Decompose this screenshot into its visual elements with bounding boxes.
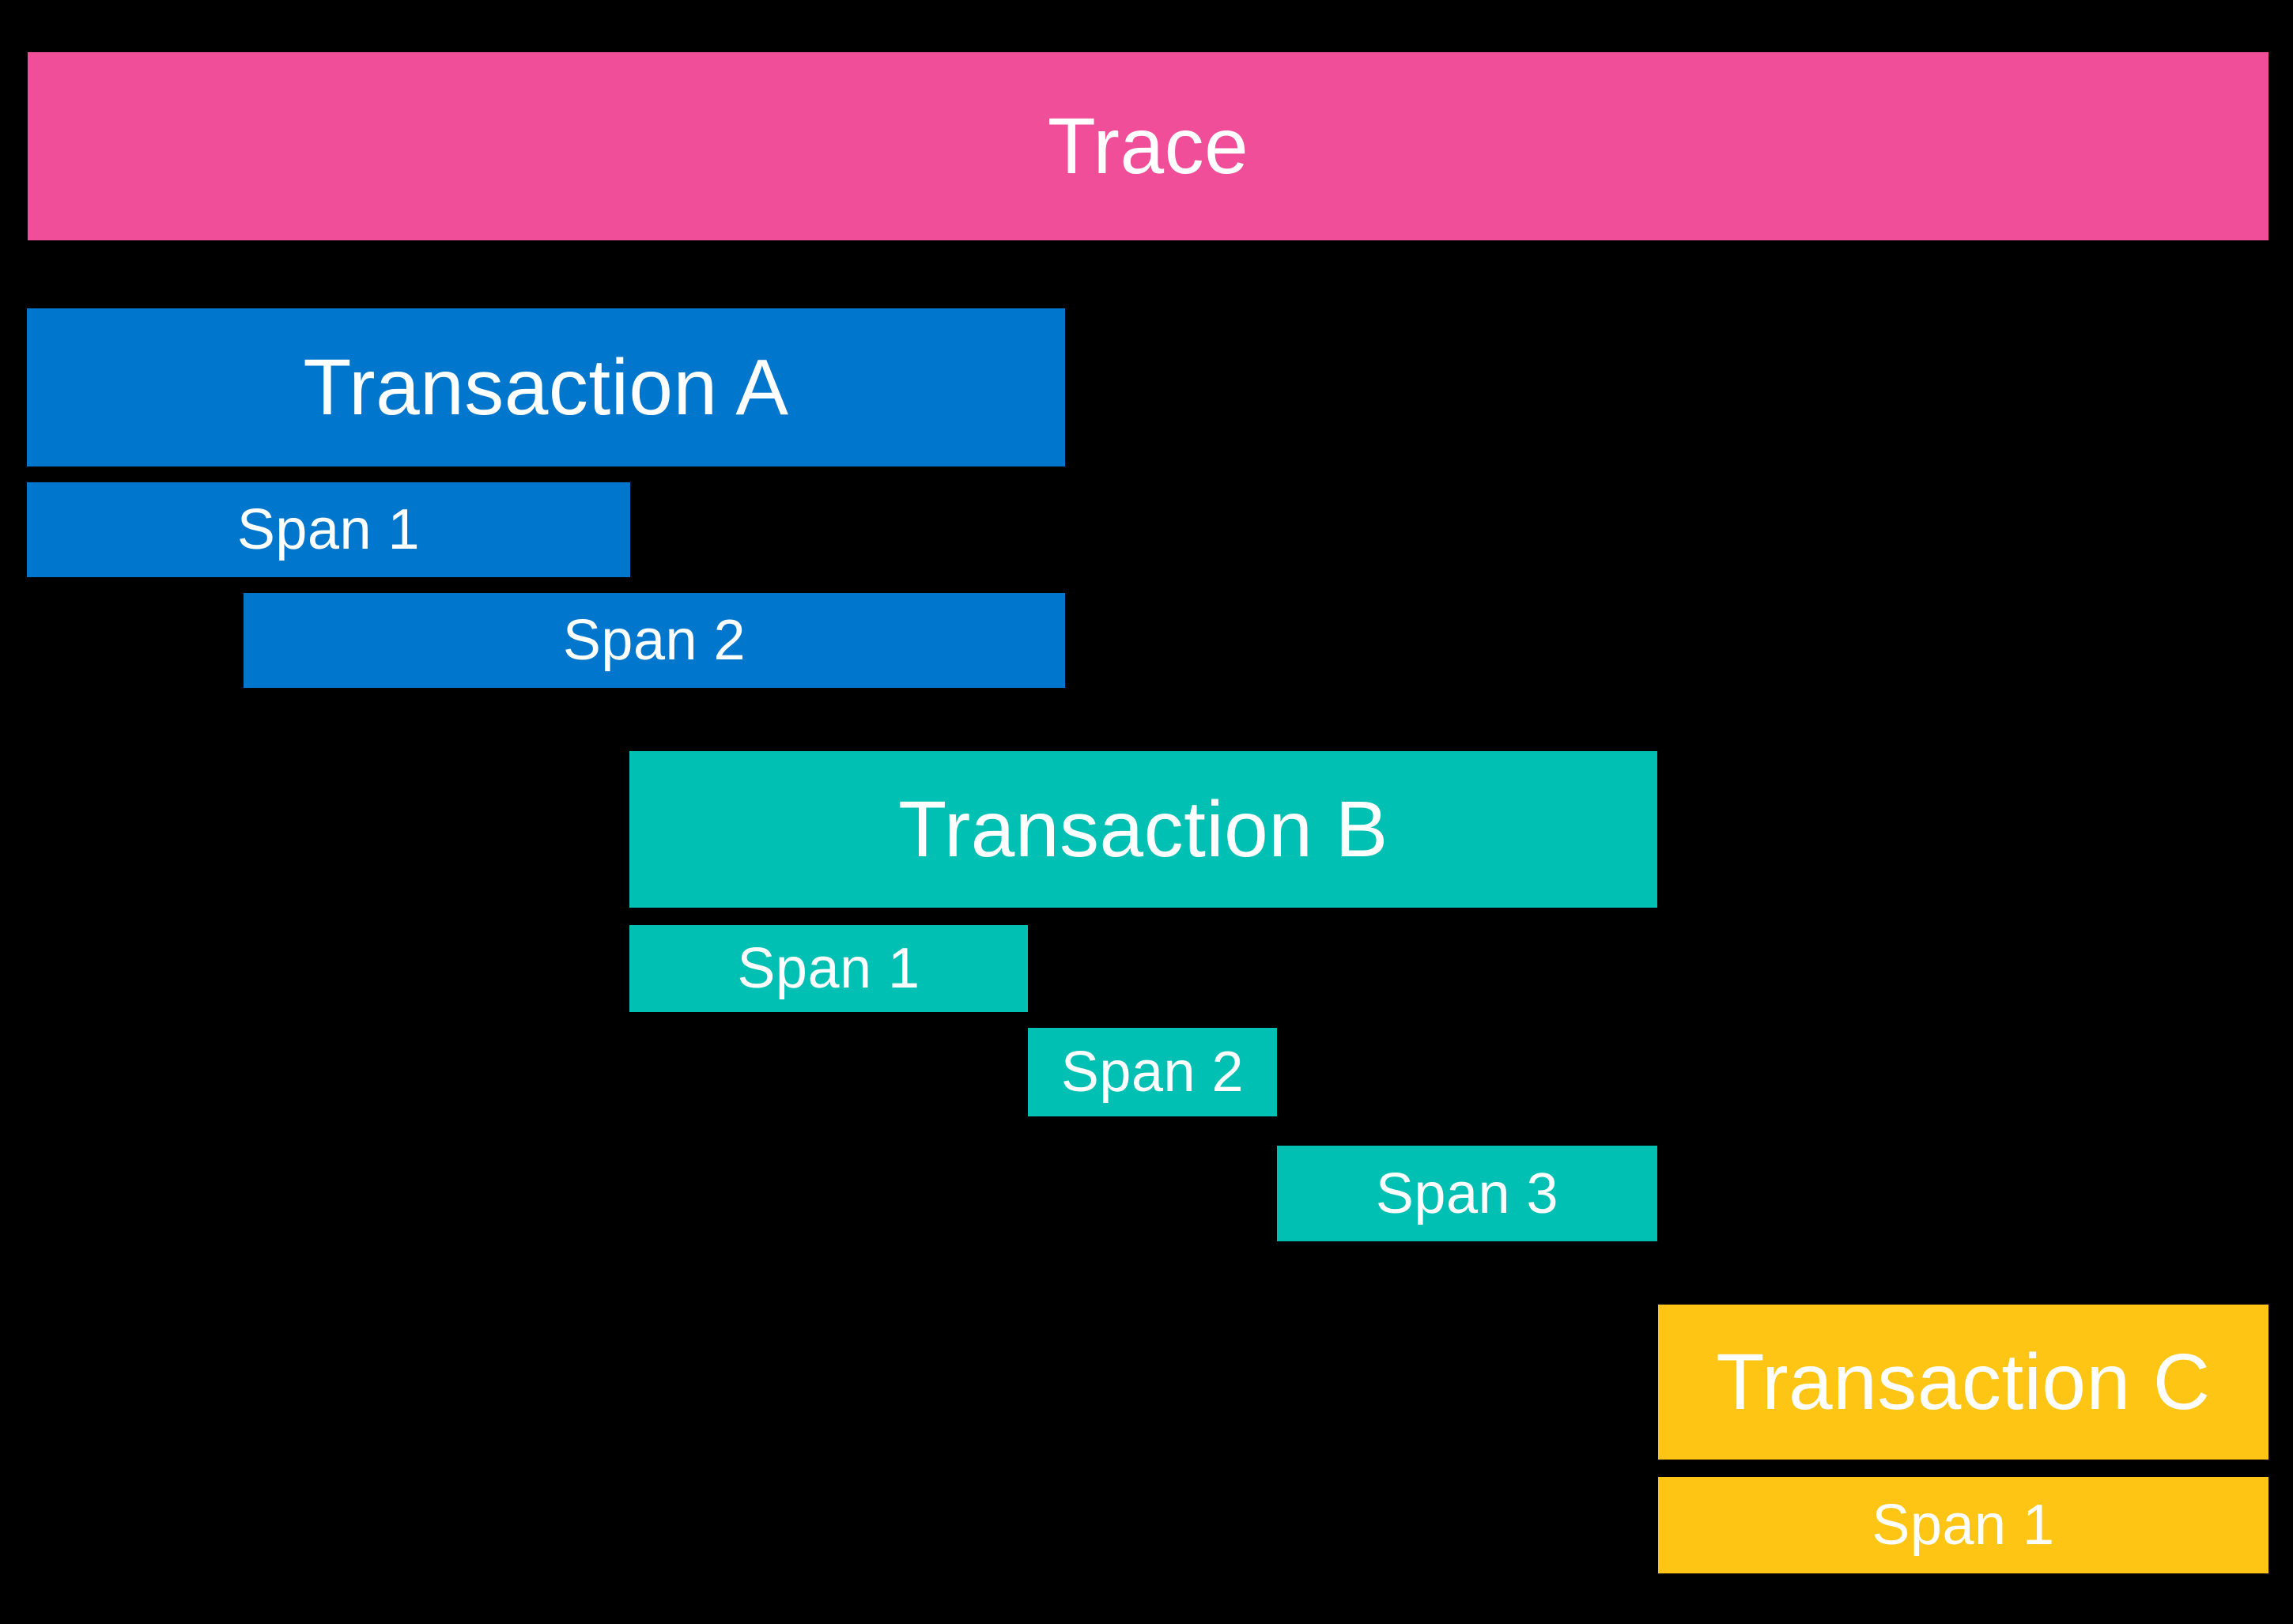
span-a1-bar: Span 1 [27, 482, 630, 577]
span-b3-label: Span 3 [1375, 1161, 1559, 1226]
span-c1-bar: Span 1 [1658, 1477, 2268, 1573]
span-b2-bar: Span 2 [1028, 1028, 1277, 1116]
span-a1-label: Span 1 [236, 498, 421, 561]
transaction-a-bar: Transaction A [27, 308, 1065, 466]
trace-bar: Trace [28, 52, 2268, 240]
span-c1-label: Span 1 [1872, 1494, 2055, 1557]
transaction-c-bar: Transaction C [1658, 1305, 2268, 1460]
trace-label: Trace [1047, 102, 1249, 191]
transaction-a-label: Transaction A [303, 343, 789, 432]
span-b1-label: Span 1 [737, 937, 920, 1000]
span-b3-bar: Span 3 [1277, 1146, 1657, 1241]
span-a2-label: Span 2 [562, 609, 746, 672]
span-b1-bar: Span 1 [629, 925, 1028, 1012]
transaction-b-bar: Transaction B [629, 751, 1657, 908]
span-a2-bar: Span 2 [244, 593, 1065, 688]
transaction-b-label: Transaction B [898, 785, 1388, 874]
span-b2-label: Span 2 [1060, 1040, 1245, 1104]
transaction-c-label: Transaction C [1716, 1338, 2211, 1426]
